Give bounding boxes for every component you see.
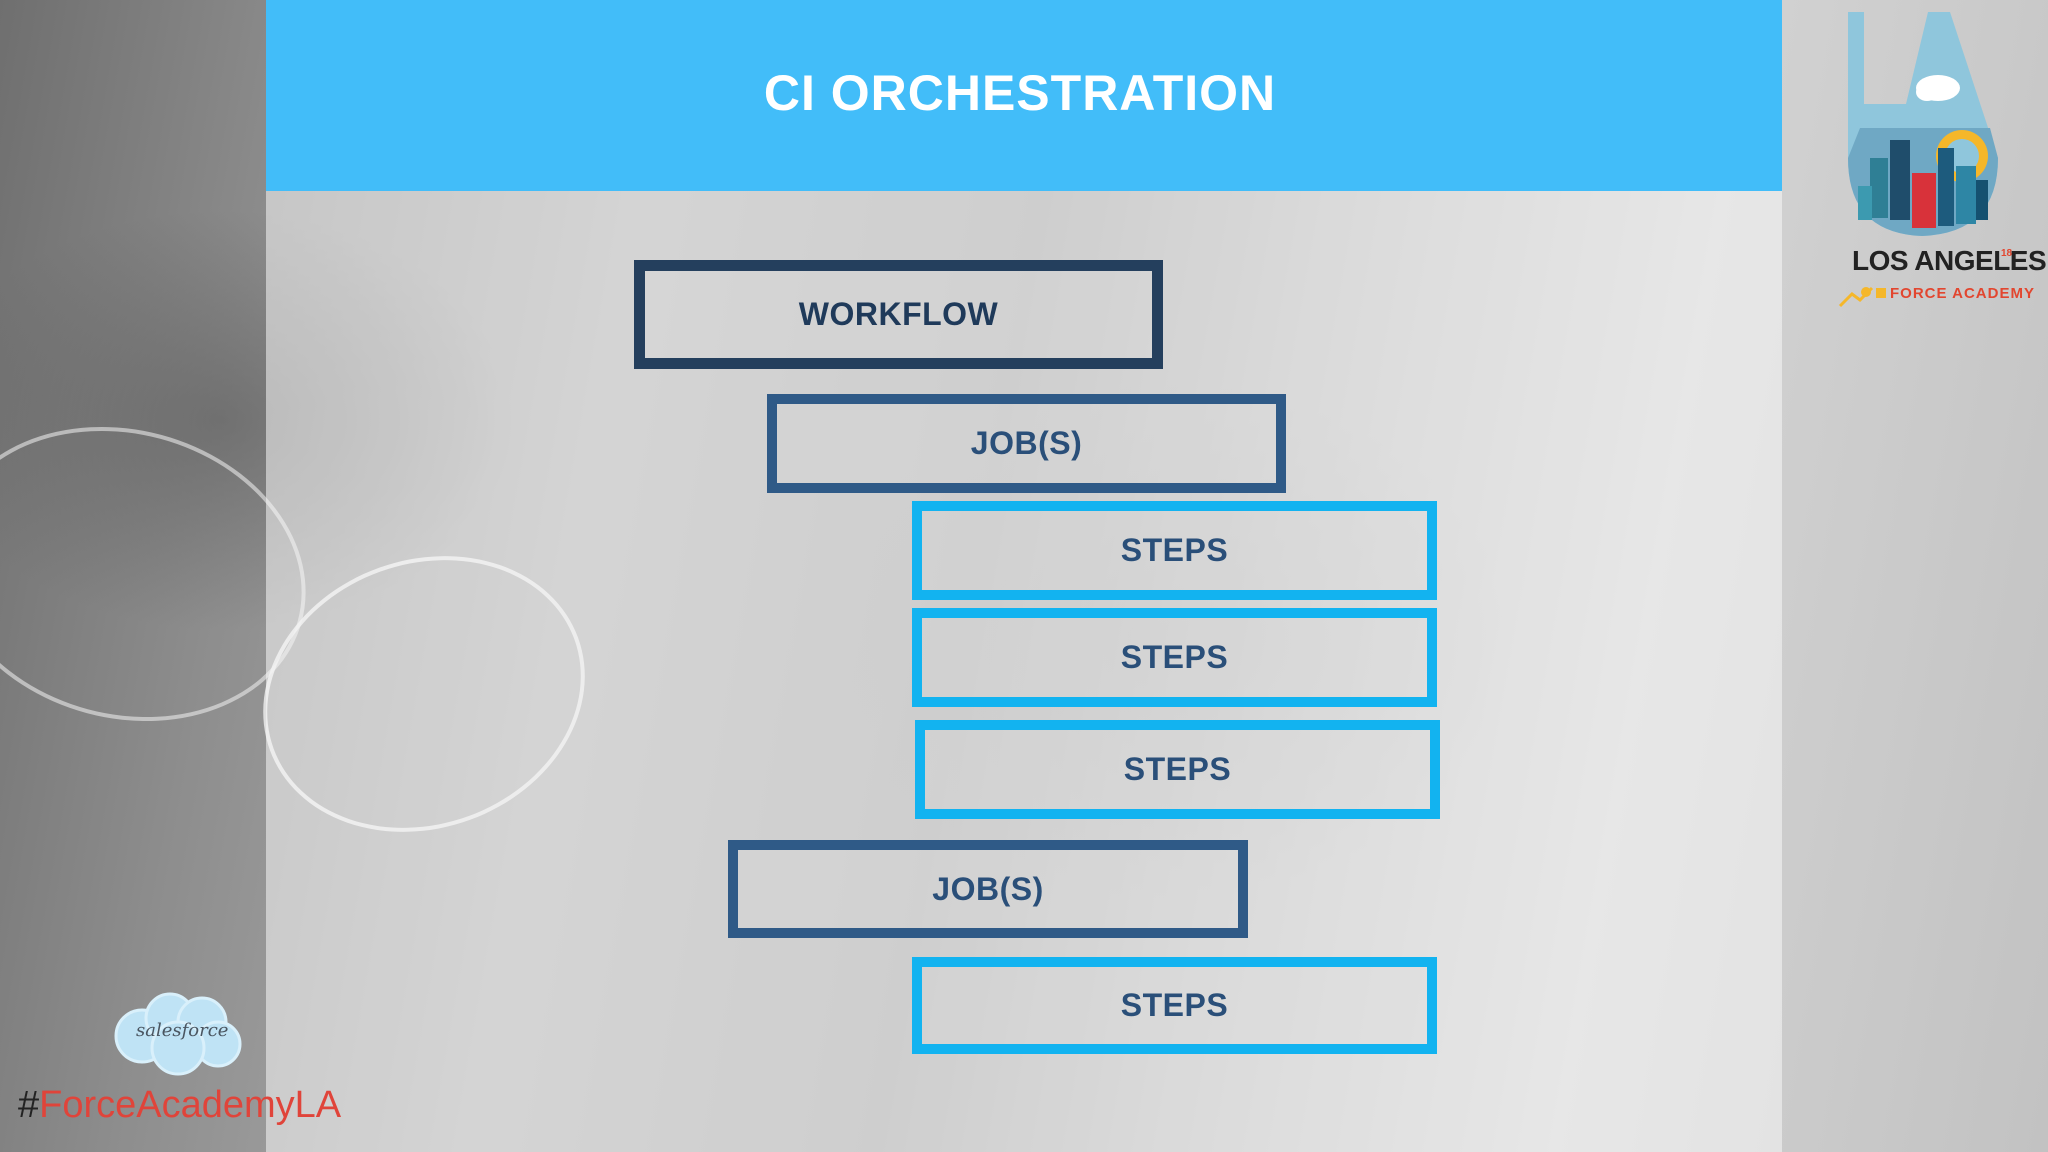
event-subtitle: FORCE ACADEMY <box>1890 285 2035 302</box>
los-angeles-city-skyline-logo <box>1838 12 1998 308</box>
steps-label: STEPS <box>1120 639 1229 675</box>
workflow-label: WORKFLOW <box>798 296 999 332</box>
steps-box: STEPS <box>915 720 1440 819</box>
hashtag-text: ForceAcademyLA <box>39 1084 342 1126</box>
steps-label: STEPS <box>1120 532 1229 568</box>
steps-box: STEPS <box>912 501 1437 600</box>
job-label: JOB(S) <box>970 425 1083 461</box>
event-year-superscript: 18 <box>2001 248 2013 259</box>
steps-label: STEPS <box>1123 751 1232 787</box>
title-banner: CI ORCHESTRATION <box>266 0 1782 191</box>
steps-box: STEPS <box>912 957 1437 1054</box>
job-box: JOB(S) <box>767 394 1286 493</box>
steps-box: STEPS <box>912 608 1437 707</box>
hashtag-symbol: # <box>18 1084 40 1126</box>
steps-label: STEPS <box>1120 987 1229 1023</box>
job-box: JOB(S) <box>728 840 1248 938</box>
job-label: JOB(S) <box>932 870 1044 907</box>
event-hashtag: #ForceAcademyLA <box>18 1084 341 1127</box>
salesforce-cloud-logo <box>114 992 242 1076</box>
slide-title: CI ORCHESTRATION <box>763 64 1277 121</box>
salesforce-logo-text: salesforce <box>136 1020 229 1041</box>
event-title: LOS ANGELES <box>1852 245 2047 276</box>
workflow-box: WORKFLOW <box>634 260 1163 369</box>
